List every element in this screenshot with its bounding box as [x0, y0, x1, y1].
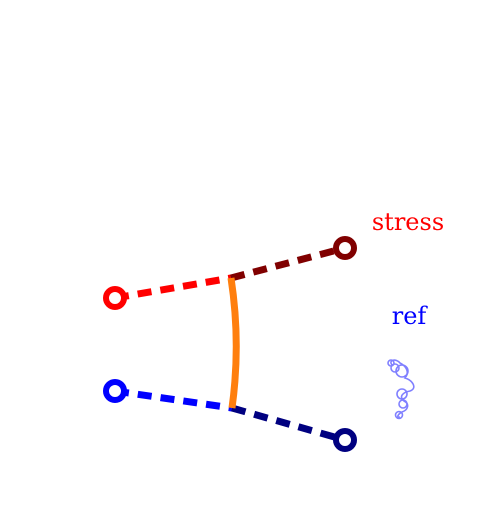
ref-end-node: [333, 428, 357, 452]
stress-start-node: [103, 286, 127, 310]
stress-line-left: [114, 274, 232, 302]
ref-legend-glyph: [387, 359, 415, 420]
ref-start-node: [103, 379, 127, 403]
ref-label: ref: [392, 302, 429, 330]
ref-line-right: [231, 404, 346, 444]
stress-end-node: [333, 236, 357, 260]
stress-line-right: [230, 244, 346, 282]
ref-line-left: [114, 387, 233, 412]
connector-curve: [227, 277, 240, 409]
stress-label: stress: [372, 208, 444, 236]
